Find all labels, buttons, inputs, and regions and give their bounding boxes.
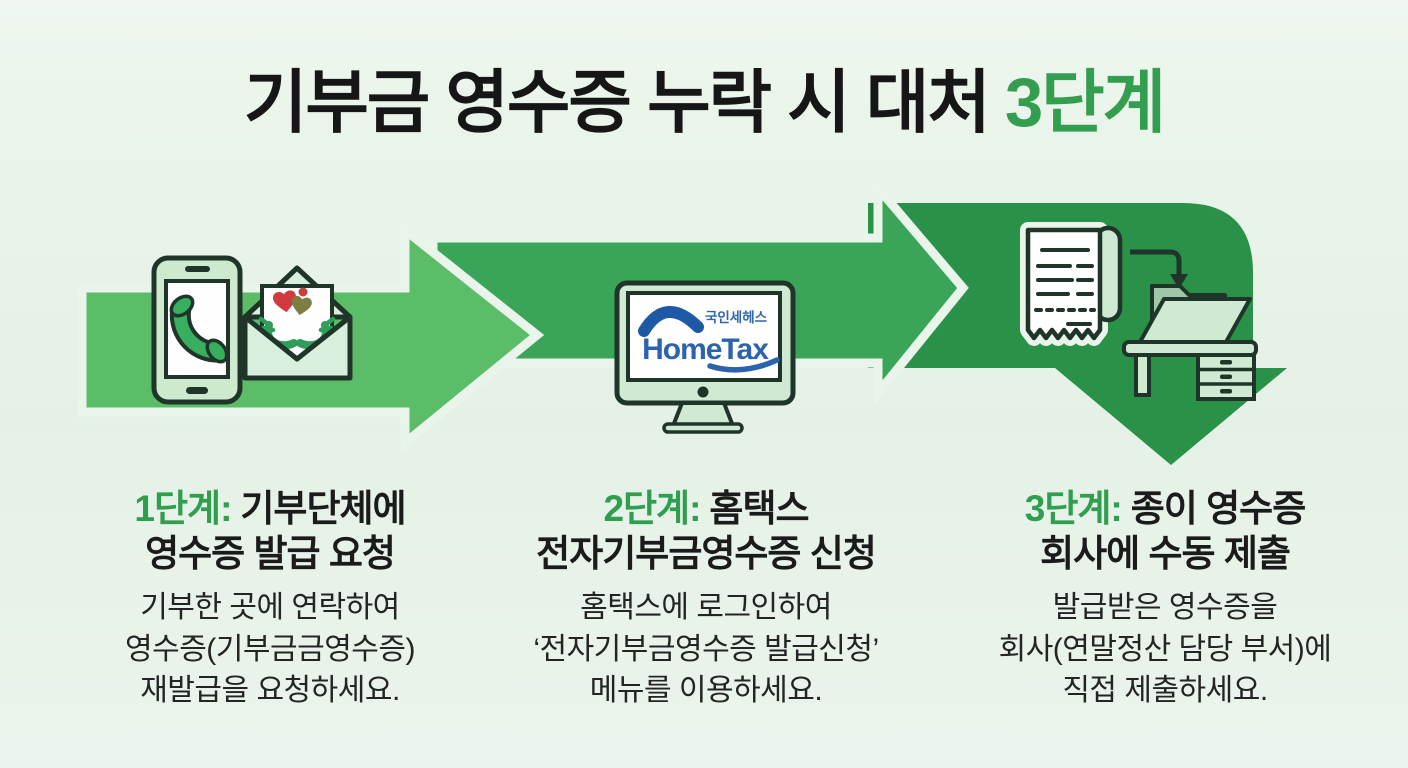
step2-text-block: 2단계:홈택스 전자기부금영수증 신청 홈택스에 로그인하여 ‘전자기부금영수증… [494,486,918,711]
step2-body-line2: ‘전자기부금영수증 발급신청’ [533,632,879,666]
step2-description: 홈택스에 로그인하여 ‘전자기부금영수증 발급신청’ 메뉴를 이용하세요. [494,587,918,711]
step2-heading-line2: 전자기부금영수증 신청 [536,533,877,575]
step1-body-line3: 재발급을 요청하세요. [140,674,400,708]
step2-heading-line1: 2단계:홈택스 [603,488,809,529]
step3-body-line3: 직접 제출하세요. [1062,674,1268,708]
step1-text-block: 1단계:기부단체에 영수증 발급 요청 기부한 곳에 연락하여 영수증(기부금금… [58,486,482,711]
step2-body-line1: 홈택스에 로그인하여 [580,591,832,625]
step1-body-line2: 영수증(기부금금영수증) [125,632,415,666]
step1-heading-line2: 영수증 발급 요청 [145,533,396,575]
step3-icons-group [1020,222,1258,401]
step3-body-line2: 회사(연말정산 담당 부서)에 [998,632,1332,666]
hometax-logo-korean: 국인세헤스 [705,309,768,325]
step3-text-block: 3단계:종이 영수증 회사에 수동 제출 발급받은 영수증을 회사(연말정산 담… [948,486,1382,711]
step2-heading: 2단계:홈택스 전자기부금영수증 신청 [494,486,918,576]
step3-description: 발급받은 영수증을 회사(연말정산 담당 부서)에 직접 제출하세요. [948,587,1382,711]
step1-description: 기부한 곳에 연락하여 영수증(기부금금영수증) 재발급을 요청하세요. [58,587,482,711]
step3-body-line1: 발급받은 영수증을 [1052,591,1278,625]
step1-body-line1: 기부한 곳에 연락하여 [140,591,400,625]
page-title-accent: 3단계 [1004,64,1166,141]
hometax-logo: 국인세헤스 HomeTax [638,306,780,373]
smartphone-call-icon [151,255,243,405]
step3-number-label: 3단계: [1024,488,1123,529]
step2-number-label: 2단계: [603,488,701,529]
step1-heading: 1단계:기부단체에 영수증 발급 요청 [58,486,482,576]
paper-receipt-icon [1020,222,1123,346]
folder-icon [1138,284,1252,344]
receipt-text-lines [1034,248,1096,326]
donation-envelope-icon [242,265,353,381]
transfer-arrow-icon [1130,249,1188,289]
step3-heading-line2: 회사에 수동 제출 [1040,533,1291,575]
step1-number-label: 1단계: [134,488,232,529]
step2-body-line3: 메뉴를 이용하세요. [589,674,823,708]
desk-icon [1122,340,1258,401]
phone-handset-icon [169,294,229,364]
hometax-logo-latin: HomeTax [642,333,769,366]
page-title-main: 기부금 영수증 누락 시 대처 [243,64,991,141]
step1-heading-line1: 1단계:기부단체에 [134,488,406,529]
step3-heading-line1: 3단계:종이 영수증 [1024,488,1306,529]
hometax-monitor-icon: 국인세헤스 HomeTax [614,280,796,434]
step3-heading: 3단계:종이 영수증 회사에 수동 제출 [948,486,1382,576]
step1-icons-group [151,255,353,405]
